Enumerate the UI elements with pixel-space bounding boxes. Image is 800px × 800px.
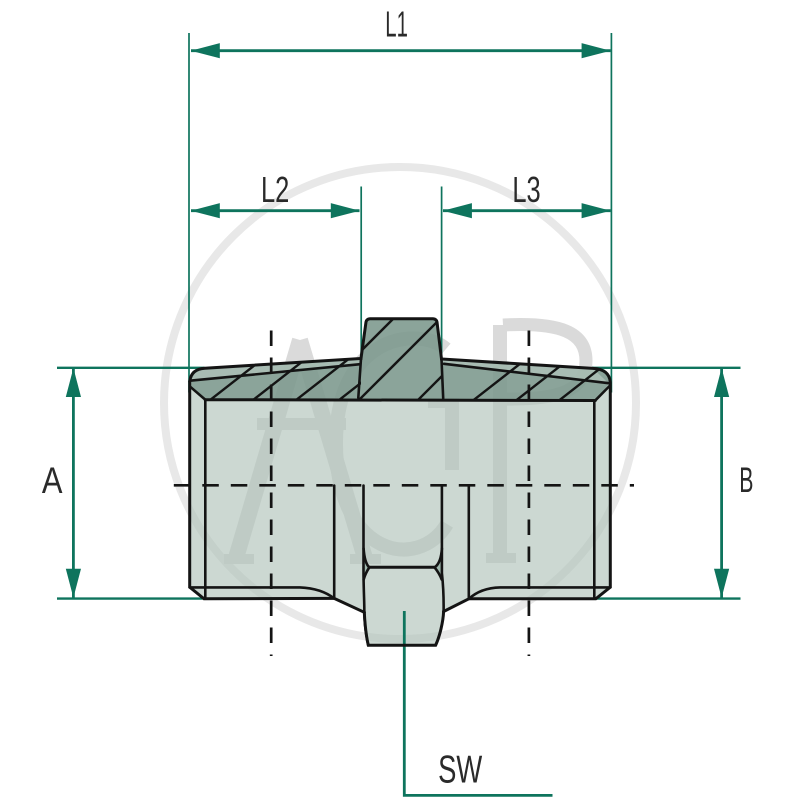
svg-text:L1: L1 — [385, 3, 408, 44]
svg-text:SW: SW — [438, 749, 482, 792]
svg-text:L2: L2 — [261, 169, 289, 210]
svg-text:A: A — [42, 460, 63, 501]
svg-text:L3: L3 — [512, 169, 540, 210]
svg-text:B: B — [739, 461, 753, 500]
